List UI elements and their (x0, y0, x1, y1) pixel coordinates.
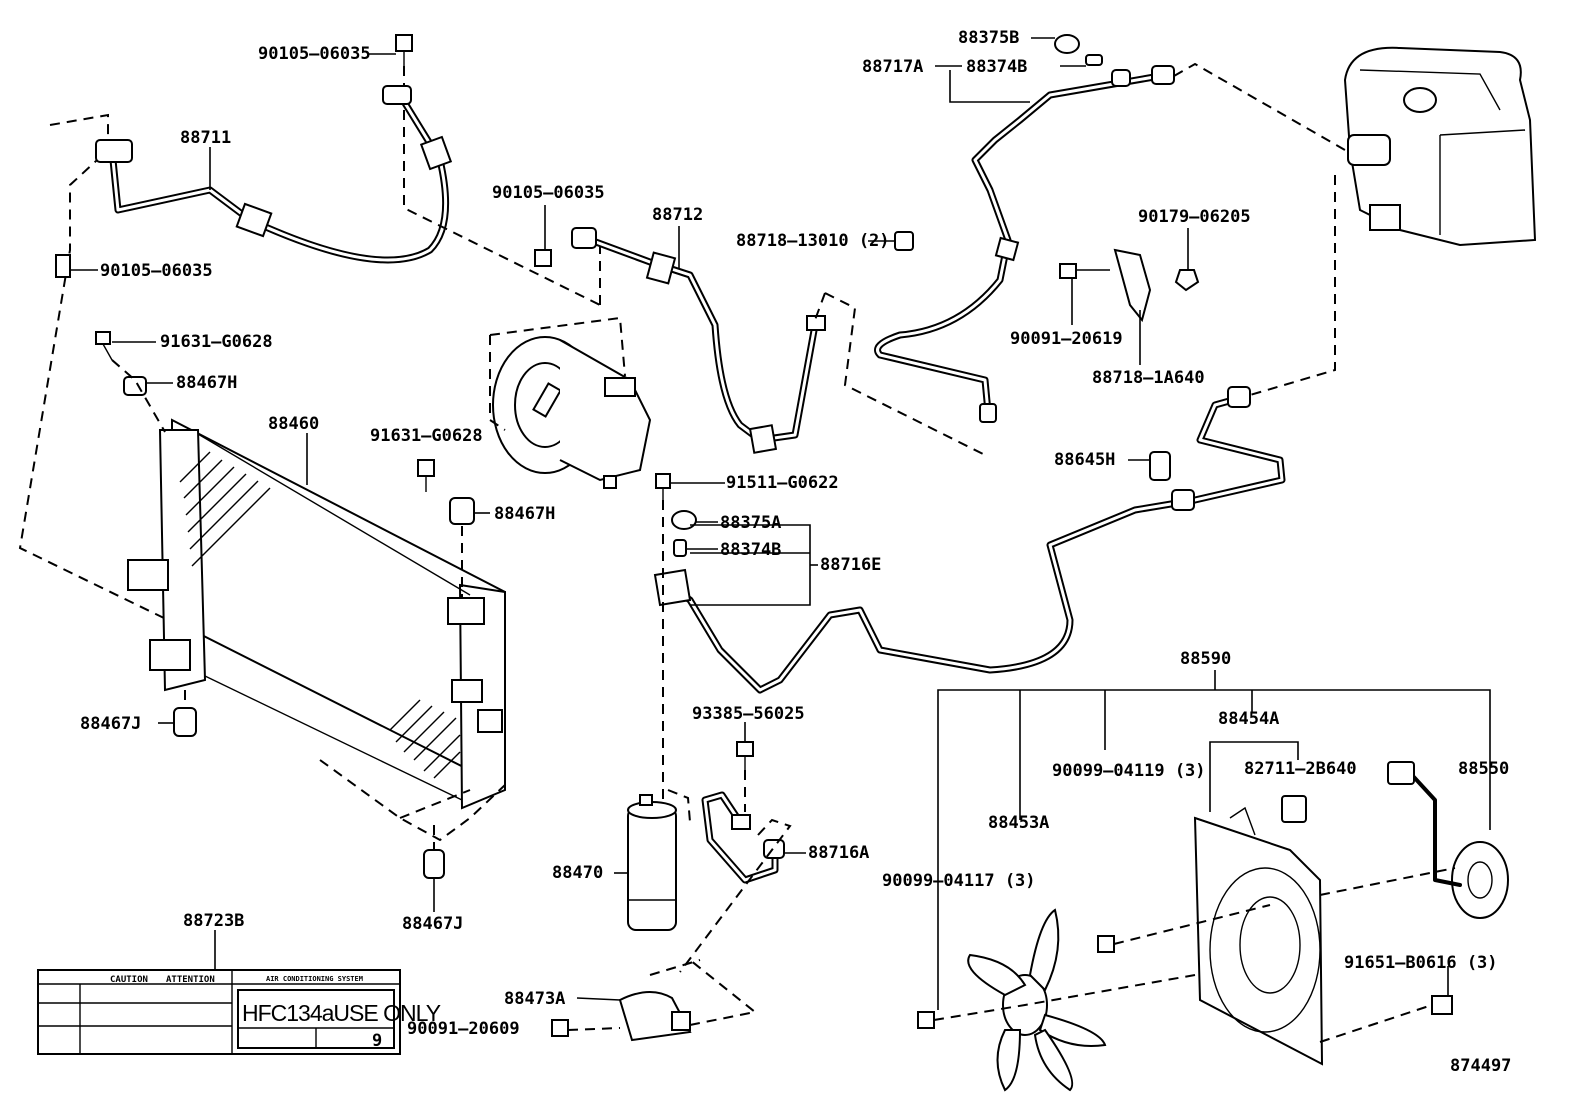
bolt-91651 (1431, 995, 1453, 1015)
label-90179: 90179–06205 (1138, 207, 1251, 227)
label-88645H: 88645H (1054, 450, 1115, 470)
oring-88375B (1054, 34, 1080, 54)
label-90099-04119: 90099–04119 (3) (1052, 761, 1206, 781)
pipe-88717A (874, 65, 1175, 423)
label-90105-comp: 90105–06035 (492, 183, 605, 203)
hose-88712 (571, 227, 826, 454)
pipe-88716E (653, 386, 1286, 694)
bolt-90099-04119 (1097, 935, 1115, 953)
oring-88375A (671, 510, 697, 530)
label-90091-bottom: 90091–20609 (407, 1019, 520, 1039)
label-88453A: 88453A (988, 813, 1049, 833)
label-90105-top: 90105–06035 (258, 44, 371, 64)
bolt-91631-left (95, 331, 113, 361)
bracket-88473A (618, 991, 692, 1042)
mount-88467H-left (123, 376, 147, 396)
label-88590: 88590 (1180, 649, 1231, 669)
oring-88374B-top (1085, 54, 1103, 66)
label-88460: 88460 (268, 414, 319, 434)
caution-number: 9 (372, 1031, 382, 1051)
label-88375B: 88375B (958, 28, 1019, 48)
label-91631-mid: 91631–G0628 (370, 426, 483, 446)
label-90099-04117: 90099–04117 (3) (882, 871, 1036, 891)
label-88467H-mid: 88467H (494, 504, 555, 524)
label-88712: 88712 (652, 205, 703, 225)
fan-88453A (967, 908, 1107, 1092)
caution-header-attention: ATTENTION (166, 975, 215, 985)
condenser-88460 (127, 418, 506, 810)
label-88374B-top: 88374B (966, 57, 1027, 77)
label-90091-mid: 90091–20619 (1010, 329, 1123, 349)
label-91631-left: 91631–G0628 (160, 332, 273, 352)
shroud-88454A (1193, 806, 1324, 1066)
label-88470: 88470 (552, 863, 603, 883)
receiver-dryer-88470 (627, 794, 677, 931)
label-88467J-bottom: 88467J (402, 914, 463, 934)
label-88718-13010: 88718–13010 (2) (736, 231, 890, 251)
clip-82711 (1281, 795, 1307, 823)
label-88717A: 88717A (862, 57, 923, 77)
nut-90179 (1174, 228, 1200, 292)
caution-header-caution: CAUTION (110, 975, 148, 985)
fan-motor-88550 (1387, 761, 1509, 919)
bolt-93385 (736, 722, 754, 770)
clip-88718-13010 (868, 231, 914, 251)
caution-label-88723B (37, 930, 401, 1055)
label-88467H-left: 88467H (176, 373, 237, 393)
pressure-switch-88645H (1128, 451, 1171, 481)
bracket-88718-1A640 (1113, 248, 1152, 365)
label-90105-left: 90105–06035 (100, 261, 213, 281)
oring-88374B-mid (673, 539, 687, 557)
label-88718-1A640: 88718–1A640 (1092, 368, 1205, 388)
refrigerant-text: HFC134aUSE ONLY (242, 1000, 441, 1026)
caution-right-header: AIR CONDITIONING SYSTEM (266, 975, 363, 983)
label-93385: 93385–56025 (692, 704, 805, 724)
label-82711: 82711–2B640 (1244, 759, 1357, 779)
label-88467J-left: 88467J (80, 714, 141, 734)
compressor (492, 336, 652, 489)
mount-88467H-mid (449, 497, 475, 525)
label-88374B-mid: 88374B (720, 540, 781, 560)
label-88375A: 88375A (720, 513, 781, 533)
label-88716E: 88716E (820, 555, 881, 575)
label-91651: 91651–B0616 (3) (1344, 953, 1498, 973)
evaporator-unit (1343, 46, 1537, 247)
bolt-90105-comp (534, 205, 552, 267)
drawing-number: 874497 (1450, 1056, 1511, 1076)
label-91511: 91511–G0622 (726, 473, 839, 493)
bolt-90091-mid (1059, 263, 1110, 325)
mount-88467J-left (173, 707, 197, 737)
bolt-90099-04117 (917, 1011, 935, 1029)
hose-88711 (95, 85, 453, 264)
bolt-91631-mid (417, 459, 435, 492)
bolt-90105-left (55, 254, 71, 278)
label-88711: 88711 (180, 128, 231, 148)
bolt-90105-top (395, 34, 413, 66)
label-88454A: 88454A (1218, 709, 1279, 729)
label-88716A: 88716A (808, 843, 869, 863)
label-88473A: 88473A (504, 989, 565, 1009)
bolt-90091-bottom (551, 1019, 569, 1037)
label-88550: 88550 (1458, 759, 1509, 779)
label-88723B: 88723B (183, 911, 244, 931)
bolt-91511 (655, 473, 671, 500)
mount-88467J-bottom (423, 849, 445, 879)
